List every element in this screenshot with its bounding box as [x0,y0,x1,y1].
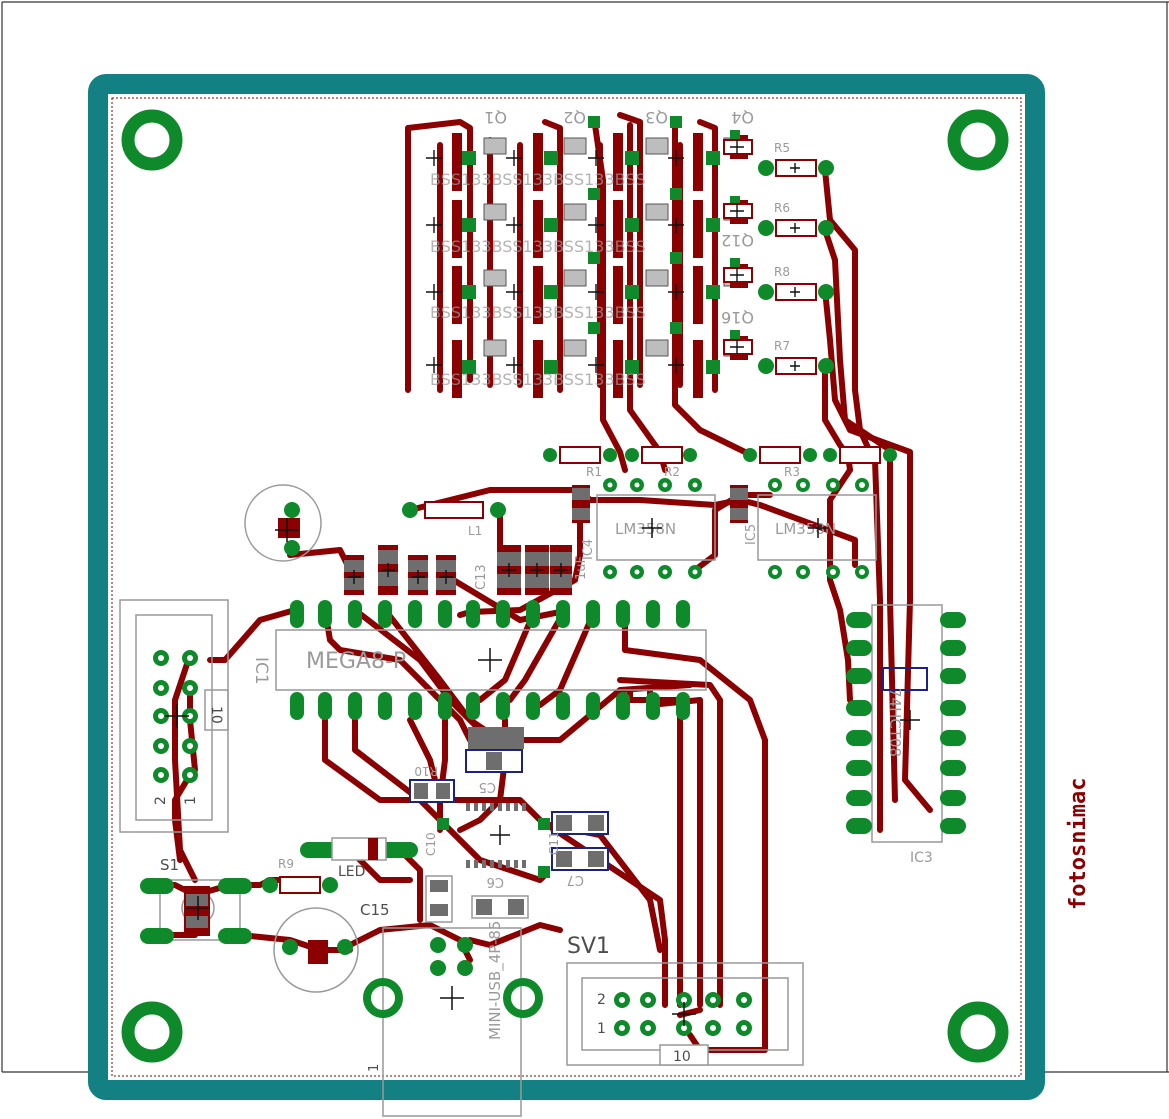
mcu-ic1: MEGA8-P IC1 [251,600,707,720]
smd-cap-row: C13 [344,545,572,595]
svg-text:BSS133BSS133BSS133BSS: BSS133BSS133BSS133BSS [430,303,646,322]
electrolytic-cap-c15: C15 [273,901,390,993]
label-c7: C7 [567,872,584,887]
label-r1: R1 [586,465,602,479]
opamp-ic4: LM358N [596,478,716,579]
label-r10: R10 [414,764,438,778]
inductor-l1: L1 [402,501,506,538]
usb-connector: MINI-USB_4P-85 1 [363,921,543,1117]
label-r9: R9 [278,857,294,871]
label-q1: Q1 [484,108,507,127]
label-r6: R6 [774,201,790,215]
label-opamp-a: LM358N [615,520,676,538]
electrolytic-cap-top [244,484,322,562]
label-c11: C11 [547,831,561,855]
label-usb-pin1: 1 [367,1064,382,1072]
label-ic3: IC3 [910,850,933,866]
smd-caps-top: 1uF [572,485,748,580]
label-opamp-b: LM358N [775,520,836,538]
label-ic3-part: 74HCT08 [886,688,904,757]
label-q12: Q12 [721,231,754,250]
credit-text: fotosnimac [1066,778,1091,910]
resistor-column: R5 R6 R8 R7 [723,130,834,375]
board-dimension [111,97,1022,1077]
label-q3: Q3 [645,108,668,127]
isp-header: 2 1 10 [119,599,229,833]
label-l1: L1 [468,524,482,538]
label-q2: Q2 [563,108,586,127]
label-isp-pin1: 1 [183,796,199,805]
label-c10: C10 [424,832,438,856]
traces [147,112,933,1053]
label-r8: R8 [774,265,790,279]
svg-text:BSS133BSS133BSS133BSS: BSS133BSS133BSS133BSS [430,237,646,256]
label-isp-pin10: 10 [208,706,224,724]
header-sv1: SV1 2 1 10 [566,934,804,1066]
label-c13: C13 [474,564,489,590]
label-c15: C15 [360,901,390,919]
center-smd-cluster: C5 R10 C7 C11 C6 C10 [409,727,609,923]
label-1uf: 1uF [574,556,589,580]
mounting-hole-icon [121,109,1009,1063]
ic3: 74HCT08 IC3 [846,604,966,866]
label-usb: MINI-USB_4P-85 [486,921,505,1040]
label-r7: R7 [774,339,790,353]
label-mcu: MEGA8-P [306,649,406,674]
led-matrix: BSS133BSS133BSS133BSS BSS133BSS133BSS133… [426,108,754,398]
label-sv1-pin10: 10 [673,1049,691,1065]
label-sv1-pin1: 1 [597,1021,606,1037]
mcu-pads-top [290,600,690,628]
label-sv1-pin2: 2 [597,992,606,1008]
opamp-ic5: LM358N IC5 IC4 [581,478,877,579]
switch-s1: S1 [140,856,252,944]
label-r3: R3 [784,465,800,479]
svg-text:BSS133BSS133BSS133BSS: BSS133BSS133BSS133BSS [430,170,646,189]
label-q16: Q16 [721,308,754,327]
label-q4: Q4 [731,108,754,127]
label-c6: C6 [487,874,504,889]
label-led: LED [338,864,365,880]
resistor-row: R1 R2 R3 [543,446,897,479]
label-s1: S1 [160,856,179,874]
label-r2: R2 [664,465,680,479]
label-ic4: IC4 [581,539,596,560]
label-isp-pin2: 2 [153,796,169,805]
label-ic5: IC5 [744,524,759,545]
svg-text:BSS133BSS133BSS133BSS: BSS133BSS133BSS133BSS [430,370,646,389]
label-r5: R5 [774,141,790,155]
led-r9: LED R9 [262,837,418,894]
label-c5: C5 [479,779,496,794]
mcu-pads-bottom [290,692,690,720]
label-ic1: IC1 [251,657,271,685]
label-sv1: SV1 [567,934,610,959]
